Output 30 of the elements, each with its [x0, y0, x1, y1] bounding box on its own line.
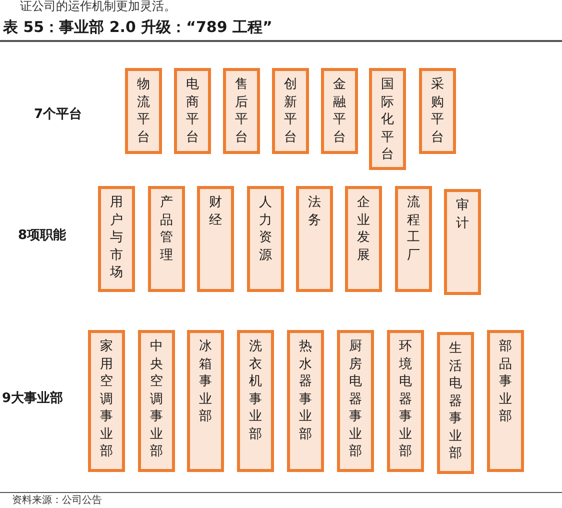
function-box: 法务 [296, 186, 333, 292]
row-label: 9大事业部 [2, 390, 64, 408]
title: 表 55：事业部 2.0 升级：“789 工程” [3, 17, 272, 37]
division-box: 中央空调事业部 [138, 330, 175, 472]
platform-box: 电商平台 [174, 68, 211, 154]
division-box: 部品事业部 [487, 330, 524, 472]
function-box: 企业发展 [345, 186, 382, 292]
function-box: 用户与市场 [98, 186, 135, 292]
division-box: 厨房电器事业部 [337, 330, 374, 472]
platform-box: 国际化平台 [369, 68, 406, 170]
function-box: 审计 [444, 189, 481, 295]
function-box: 财经 [197, 186, 234, 292]
platform-box: 售后平台 [223, 68, 260, 154]
row-label: 8项职能 [18, 227, 66, 245]
platform-box: 采购平台 [419, 68, 456, 154]
division-box: 热水器事业部 [287, 330, 324, 472]
division-box: 冰箱事业部 [187, 330, 224, 472]
division-box: 生活电器事业部 [437, 332, 474, 474]
platform-box: 物流平台 [125, 68, 162, 154]
division-box: 环境电器事业部 [387, 330, 424, 472]
row-label: 7个平台 [34, 106, 82, 124]
function-box: 人力资源 [247, 186, 284, 292]
division-box: 家用空调事业部 [88, 330, 125, 472]
platform-box: 金融平台 [321, 68, 358, 154]
source-note: 资料来源：公司公告 [12, 495, 102, 507]
body-text: 证公司的运作机制更加灵活。 [20, 0, 176, 13]
function-box: 流程工厂 [395, 186, 432, 292]
platform-box: 创新平台 [272, 68, 309, 154]
division-box: 洗衣机事业部 [237, 330, 274, 472]
function-box: 产品管理 [148, 186, 185, 292]
